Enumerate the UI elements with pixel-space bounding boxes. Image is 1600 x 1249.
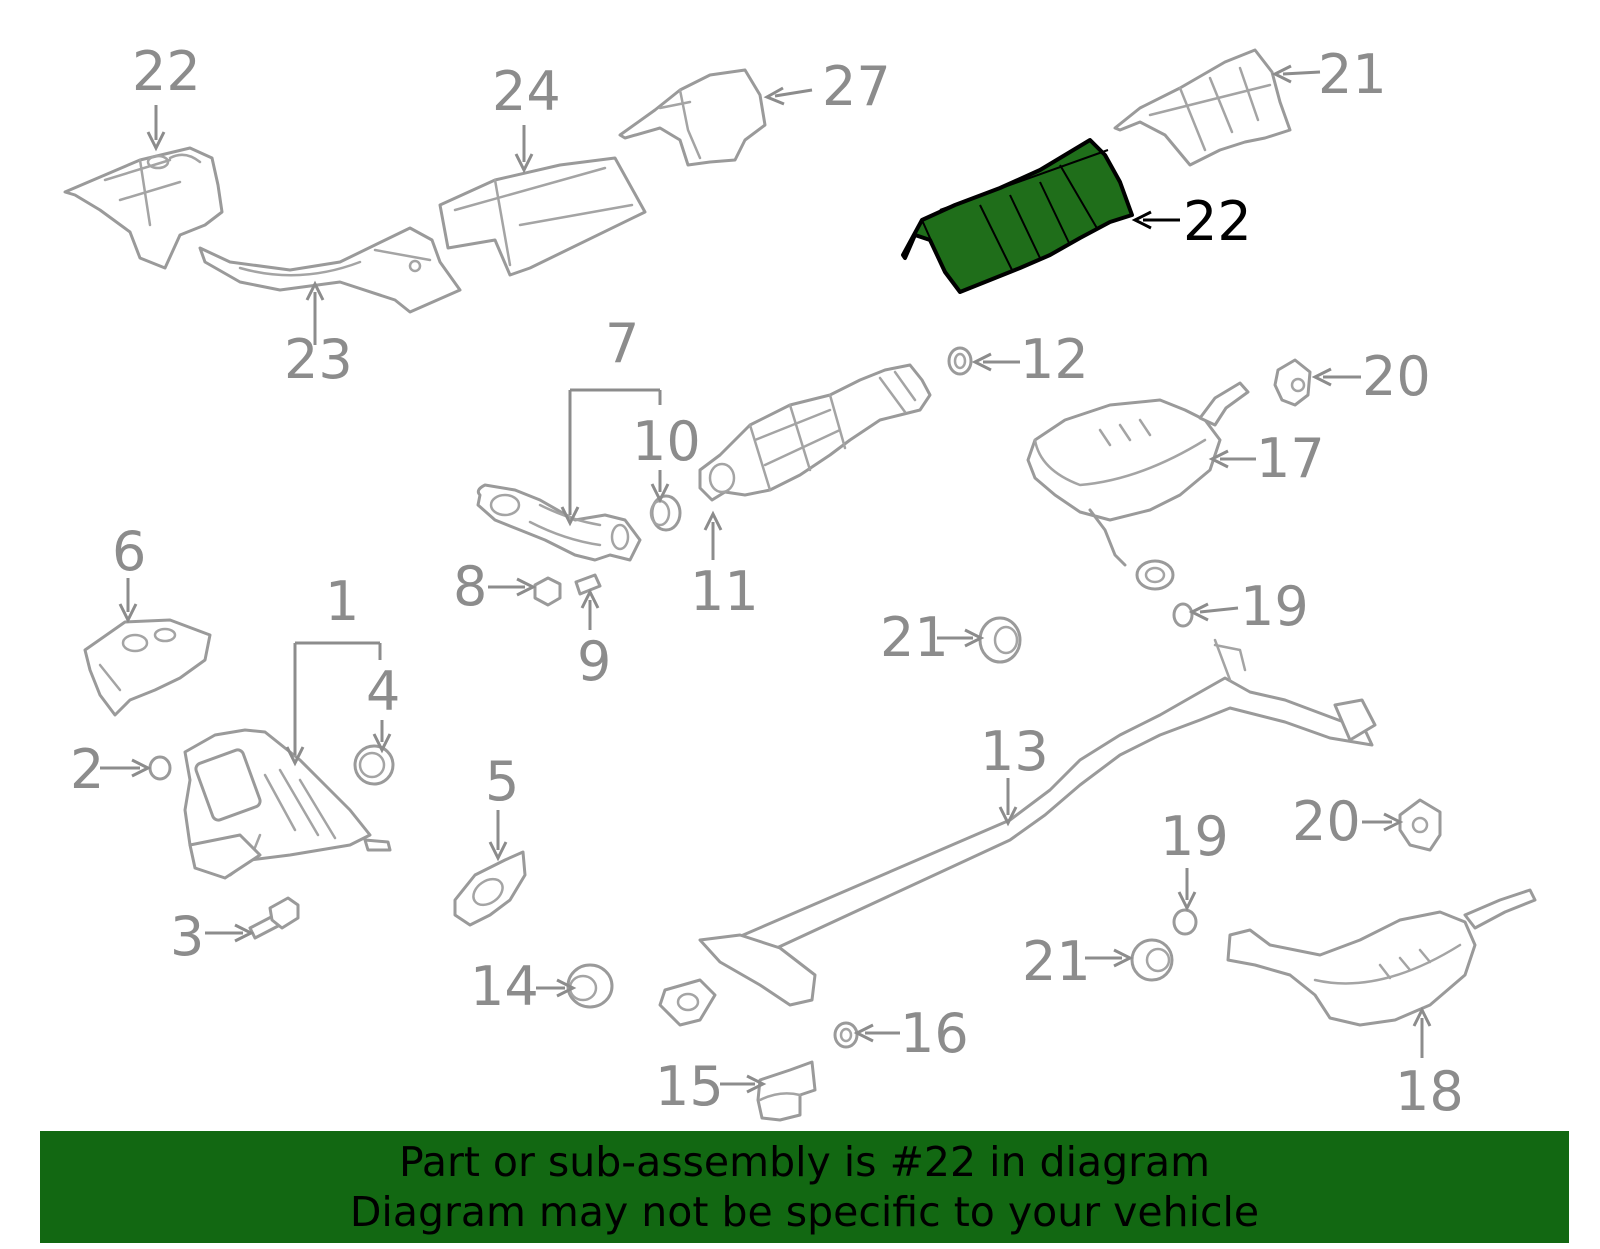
callout-10: 10 <box>632 410 701 473</box>
part-16-gasket <box>833 1021 859 1049</box>
callout-7: 7 <box>605 312 639 375</box>
callout-20-upper: 20 <box>1362 345 1431 408</box>
callout-2: 2 <box>70 738 104 801</box>
part-13-center-pipe <box>658 638 1377 1027</box>
callout-22: 22 <box>1183 190 1252 253</box>
part-24-heat-shield <box>63 146 224 270</box>
callout-27: 27 <box>822 55 891 118</box>
info-banner: Part or sub-assembly is #22 in diagram D… <box>40 1131 1569 1243</box>
callout-21-upper: 21 <box>880 606 949 669</box>
callout-12: 12 <box>1020 328 1089 391</box>
part-7-front-pipe <box>476 483 642 562</box>
part-catalytic-converter <box>698 363 932 502</box>
part-1-manifold-converter <box>183 728 392 880</box>
part-23-heat-shield <box>1113 48 1292 167</box>
part-22-heat-shield-highlighted <box>901 138 1134 294</box>
callout-5: 5 <box>485 750 519 813</box>
callout-19-lower: 19 <box>1160 805 1229 868</box>
part-6-heat-shield <box>83 618 212 717</box>
part-5-gasket <box>453 850 527 927</box>
callout-15: 15 <box>655 1055 724 1118</box>
callout-3: 3 <box>170 905 204 968</box>
part-18-muffler <box>1226 888 1537 1027</box>
callout-6: 6 <box>112 520 146 583</box>
part-27-heat-shield <box>618 68 767 167</box>
part-26-heat-shield <box>438 156 647 277</box>
part-4-gasket-ring <box>353 744 395 786</box>
part-15-bracket <box>756 1060 817 1122</box>
callout-18: 18 <box>1395 1060 1464 1123</box>
part-17-muffler <box>1026 381 1250 591</box>
callout-25: 23 <box>284 328 353 391</box>
part-9-stud <box>574 573 602 596</box>
callout-8: 8 <box>453 555 487 618</box>
callout-4: 4 <box>366 660 400 723</box>
part-12-gasket <box>947 346 973 376</box>
part-19-gasket-lower <box>1172 908 1198 936</box>
callout-24: 22 <box>132 40 201 103</box>
callout-11: 11 <box>690 560 759 623</box>
callout-19-upper: 19 <box>1240 575 1309 638</box>
callout-13: 13 <box>980 720 1049 783</box>
callout-1: 1 <box>325 570 359 633</box>
part-20-hanger-lower <box>1398 798 1442 852</box>
callout-14: 14 <box>470 955 539 1018</box>
leader-arrows <box>100 64 1432 1094</box>
part-14-hanger <box>566 963 614 1009</box>
part-8-nut <box>533 576 562 607</box>
callout-26: 24 <box>492 60 561 123</box>
part-21-hanger-upper <box>978 616 1022 664</box>
banner-line-2: Diagram may not be specific to your vehi… <box>349 1188 1260 1236</box>
callout-21-lower: 21 <box>1022 930 1091 993</box>
part-21-hanger-lower <box>1130 938 1174 982</box>
part-10-gasket <box>649 494 682 532</box>
callout-16: 16 <box>900 1002 969 1065</box>
part-2-nut <box>148 755 172 781</box>
callout-9: 9 <box>577 630 611 693</box>
part-20-hanger-upper <box>1273 358 1312 407</box>
callout-20-lower: 20 <box>1292 790 1361 853</box>
callout-23: 21 <box>1318 43 1387 106</box>
part-3-bolt <box>248 896 300 940</box>
banner-line-1: Part or sub-assembly is #22 in diagram <box>398 1138 1211 1186</box>
callout-labels: 22 23 24 27 21 22 12 20 17 7 10 8 9 11 2… <box>70 40 1464 1123</box>
part-19-gasket-upper <box>1172 602 1194 628</box>
callout-17: 17 <box>1256 427 1325 490</box>
part-25-heat-shield <box>198 226 462 314</box>
